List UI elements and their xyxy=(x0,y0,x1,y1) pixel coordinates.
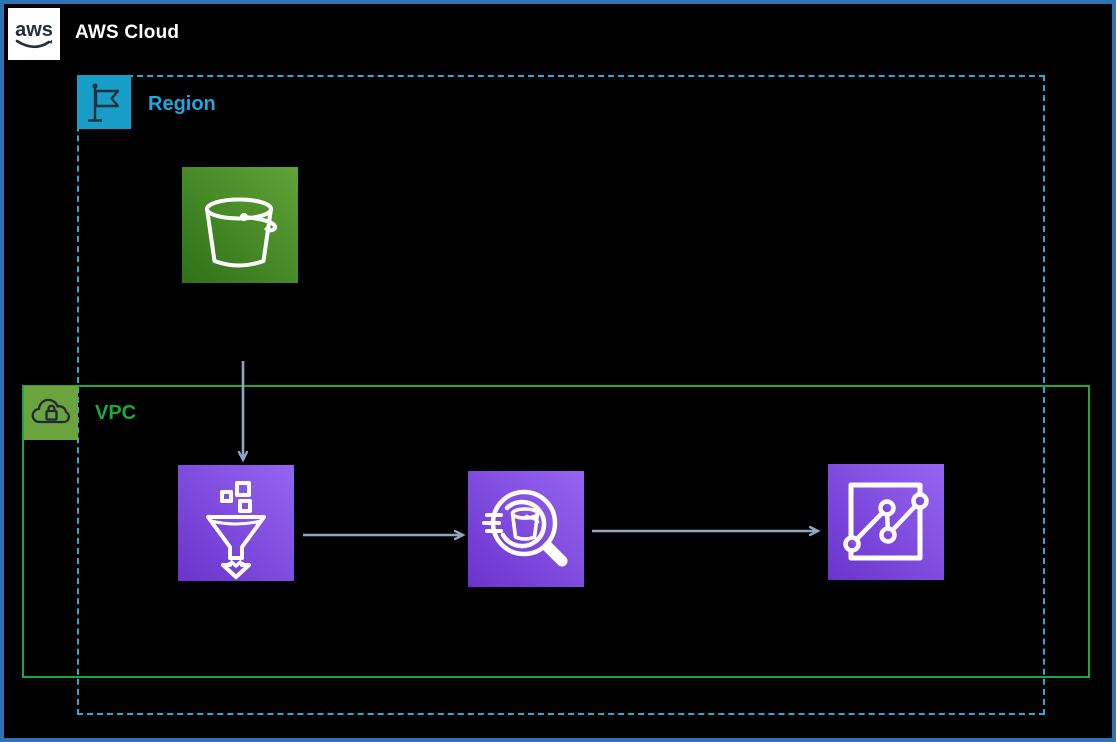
aws-logo: aws xyxy=(8,8,60,60)
line-chart-icon xyxy=(828,464,944,580)
region-container xyxy=(77,75,1045,715)
vpc-label: VPC xyxy=(95,402,137,424)
aws-logo-text: aws xyxy=(15,19,53,41)
firehose-funnel-icon xyxy=(178,465,294,581)
aws-cloud-title: AWS Cloud xyxy=(75,22,180,43)
opensearch-magnifier-icon xyxy=(468,471,584,587)
region-flag-icon xyxy=(77,75,131,129)
region-label: Region xyxy=(148,93,216,115)
vpc-cloud-lock-icon xyxy=(24,386,78,440)
aws-logo-icon: aws xyxy=(15,19,53,49)
s3-bucket-icon xyxy=(182,167,298,283)
vpc-container xyxy=(22,385,1090,678)
